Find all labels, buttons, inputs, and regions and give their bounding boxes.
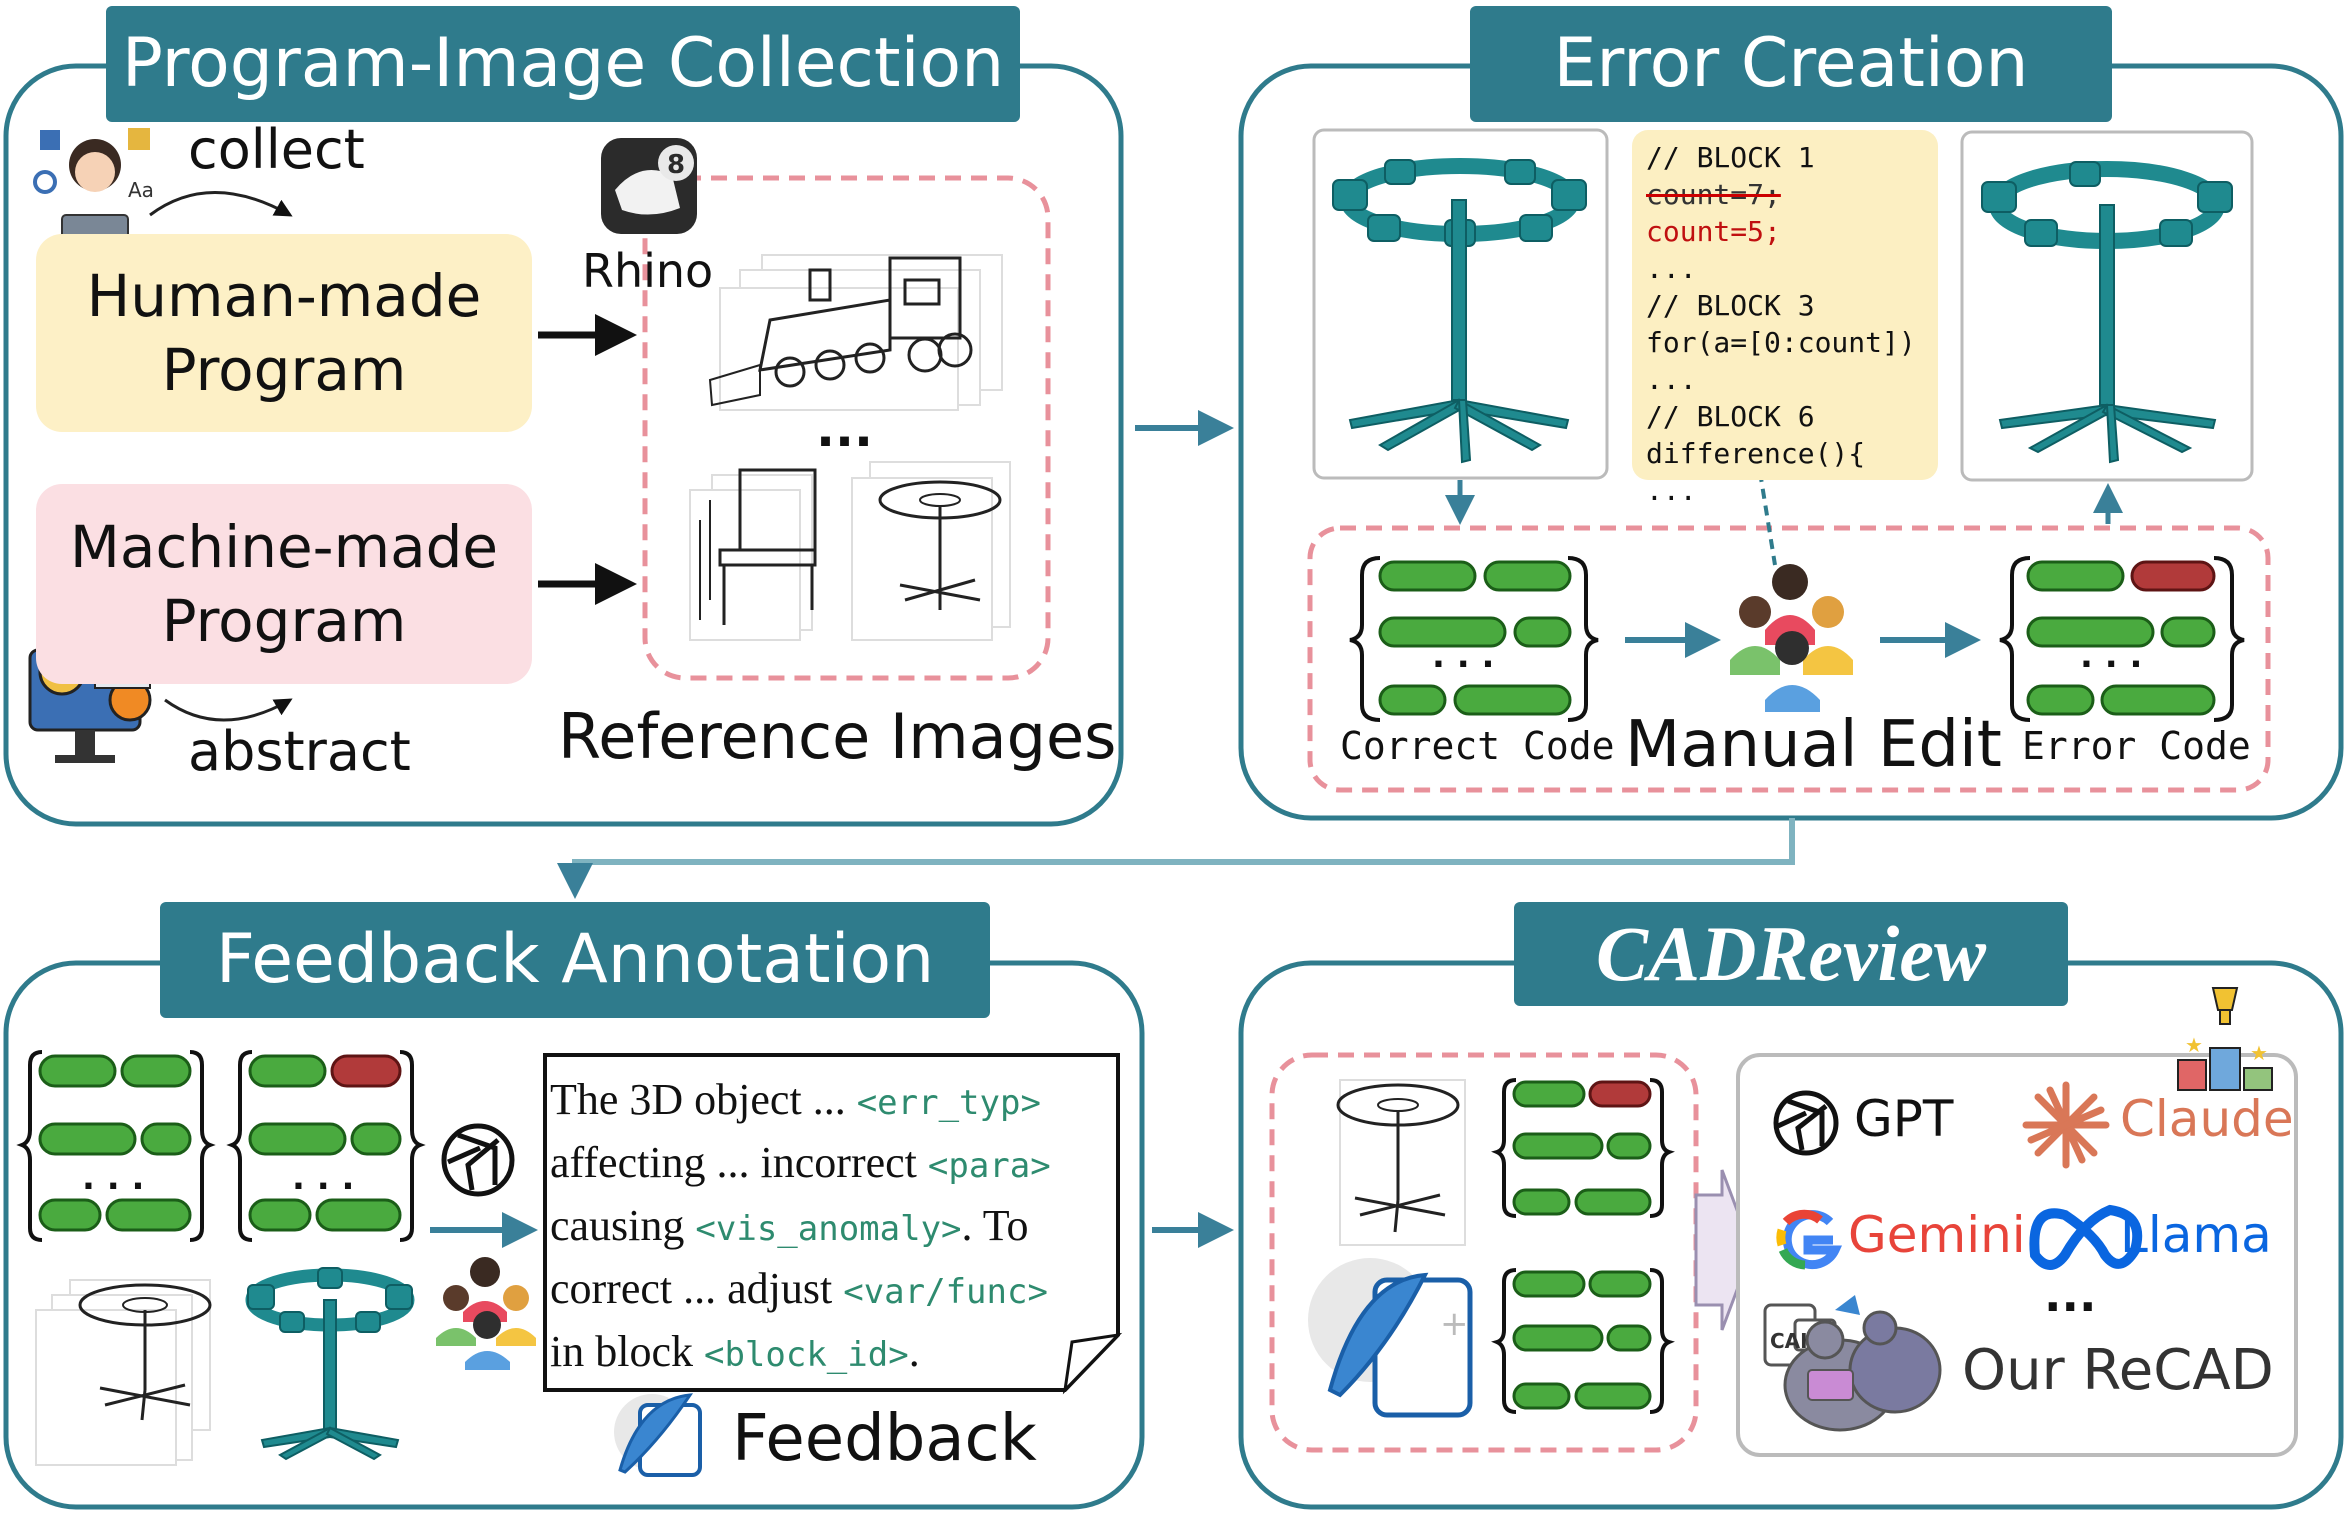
model-claude-label: Claude xyxy=(2120,1090,2294,1148)
svg-text:+: + xyxy=(1440,1304,1469,1344)
feedback-correct-blocks-icon xyxy=(16,1050,216,1242)
review-quill-icon: + xyxy=(1308,1258,1473,1418)
error-code-label: Error Code xyxy=(2022,724,2251,768)
arrow-error-to-feedback xyxy=(557,818,1795,899)
code-line: ... xyxy=(1646,251,1697,285)
chandelier-sketch-image xyxy=(851,461,1011,641)
images-ellipsis: ... xyxy=(816,400,873,458)
feedback-text-body: The 3D object ... <err_typ> affecting ..… xyxy=(550,1070,1110,1385)
feedback-line: correct ... adjust <var/func> xyxy=(550,1264,1048,1313)
code-line-struck: count=7; xyxy=(1646,177,1781,211)
rhino-badge: 8 xyxy=(667,150,685,180)
gemini-google-logo-icon xyxy=(1776,1209,1843,1270)
error-code-blocks-icon xyxy=(1999,556,2245,722)
correct-code-label: Correct Code xyxy=(1340,724,1615,768)
claude-logo-icon xyxy=(2022,1081,2110,1169)
placeholder-tag: <err_typ> xyxy=(856,1083,1041,1123)
error-panel-title: Error Creation xyxy=(1470,6,2112,122)
review-input-frame xyxy=(1269,1052,1699,1453)
models-ellipsis: ... xyxy=(2044,1268,2097,1322)
feedback-correct-dots: . . . xyxy=(82,1158,145,1198)
code-line: ... xyxy=(1646,473,1697,507)
recad-badge: CAI xyxy=(1770,1329,1808,1353)
abstract-label: abstract xyxy=(188,720,411,783)
recad-mascot-icon: CAI xyxy=(1763,1295,1942,1432)
cadreview-panel-title: CADReview xyxy=(1514,902,2068,1006)
code-line: for(a=[0:count]) xyxy=(1646,325,1916,359)
placeholder-tag: <para> xyxy=(927,1146,1051,1186)
model-gemini-label: Gemini xyxy=(1848,1206,2026,1264)
feedback-panel-title: Feedback Annotation xyxy=(160,902,990,1018)
quill-scroll-icon xyxy=(614,1393,702,1477)
meta-llama-logo-icon xyxy=(2029,1204,2143,1270)
correct-code-blocks-icon xyxy=(1349,556,1599,722)
code-diff-card: // BLOCK 1 count=7; count=5; ... // BLOC… xyxy=(1632,130,1938,507)
placeholder-tag: <vis_anomaly> xyxy=(695,1209,962,1249)
gpt-logo-icon xyxy=(1773,1090,1839,1156)
manual-edit-frame xyxy=(1307,525,2271,793)
document-fold-corner xyxy=(1062,1332,1123,1395)
error-model-render xyxy=(1981,161,2233,464)
svg-text:★: ★ xyxy=(2185,1033,2203,1057)
code-line: difference(){ xyxy=(1646,436,1866,470)
placeholder-tag: <var/func> xyxy=(843,1272,1048,1312)
reference-images-frame xyxy=(642,175,1051,681)
code-line: // BLOCK 6 xyxy=(1646,399,1815,433)
error-code-dots: . . . xyxy=(2080,636,2143,676)
svg-text:★: ★ xyxy=(2250,1041,2268,1065)
collect-curve-arrow xyxy=(149,191,293,217)
rhino-logo-icon: 8 xyxy=(601,138,697,234)
feedback-line: The 3D object ... <err_typ> xyxy=(550,1075,1041,1124)
annotators-group-icon xyxy=(1730,564,1853,712)
collection-panel-title: Program-Image Collection xyxy=(106,6,1020,122)
podium-trophy-icon: ★ ★ xyxy=(2177,987,2273,1091)
review-error-blocks-icon xyxy=(1491,1078,1675,1218)
model-recad-label: Our ReCAD xyxy=(1962,1338,2274,1403)
feedback-label: Feedback xyxy=(732,1402,1037,1476)
code-line-changed: count=5; xyxy=(1646,214,1781,248)
machine-made-program-box: Machine-made Program xyxy=(36,484,532,684)
reference-images-label: Reference Images xyxy=(558,700,1117,773)
chair-sketch-image xyxy=(689,468,817,641)
abstract-curve-arrow xyxy=(164,698,293,722)
model-gpt-label: GPT xyxy=(1854,1090,1954,1148)
code-line: // BLOCK 3 xyxy=(1646,288,1815,322)
feedback-line: in block <block_id>. xyxy=(550,1327,920,1376)
collect-label: collect xyxy=(188,118,365,181)
train-sketch-image xyxy=(708,254,1003,411)
placeholder-tag: <block_id> xyxy=(703,1335,909,1375)
feedback-line: causing <vis_anomaly>. To xyxy=(550,1201,1029,1250)
feedback-error-dots: . . . xyxy=(292,1158,355,1198)
feedback-error-blocks-icon xyxy=(226,1050,426,1242)
correct-model-render xyxy=(1332,158,1587,464)
feedback-model-render xyxy=(245,1267,415,1461)
feedback-chandelier-sketch xyxy=(35,1279,212,1466)
svg-text:Aa: Aa xyxy=(128,178,154,202)
feedback-line: affecting ... incorrect <para> xyxy=(550,1138,1051,1187)
review-chandelier-sketch xyxy=(1336,1079,1466,1246)
feedback-annotators-icon xyxy=(436,1257,536,1370)
review-correct-blocks-icon xyxy=(1491,1268,1675,1414)
code-line: // BLOCK 1 xyxy=(1646,141,1815,174)
rhino-label: Rhino xyxy=(582,244,714,298)
manual-edit-label: Manual Edit xyxy=(1625,708,2002,782)
correct-code-dots: . . . xyxy=(1432,636,1495,676)
model-llama-label: Llama xyxy=(2120,1206,2272,1264)
human-made-program-box: Human-made Program xyxy=(36,234,532,432)
openai-logo-icon xyxy=(441,1123,515,1197)
code-line: ... xyxy=(1646,362,1697,396)
